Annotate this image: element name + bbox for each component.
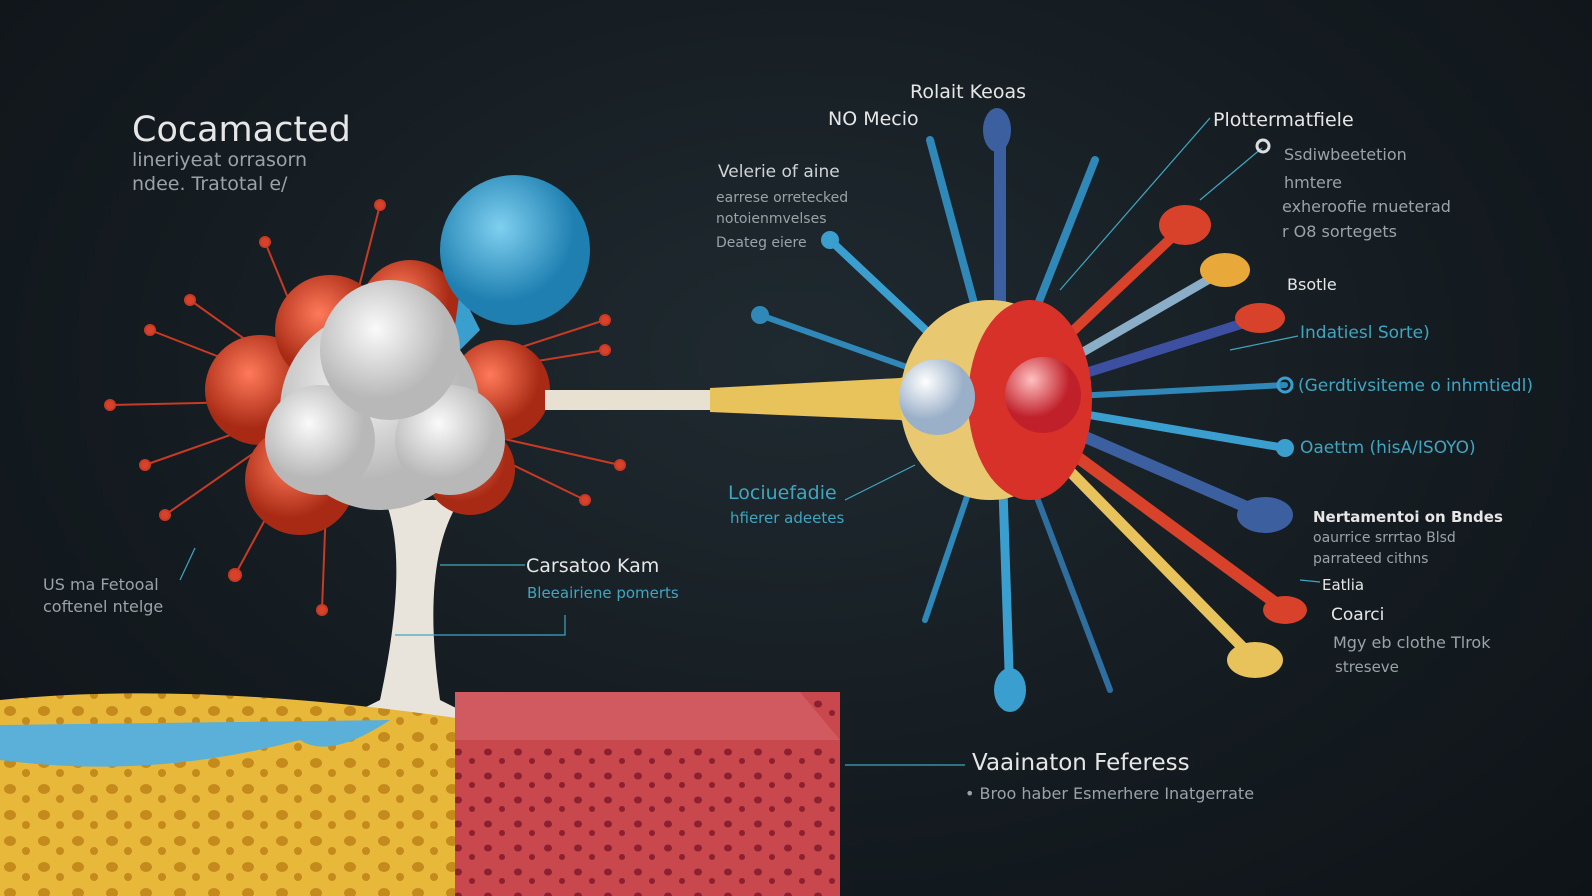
label-nertamen-line: oaurrice srrrtao Blsd (1313, 530, 1456, 546)
label-nertamen-line: parrateed cithns (1313, 551, 1429, 567)
label-bsotle: Bsotle (1287, 275, 1337, 294)
white-blob (265, 280, 505, 510)
label-gerdti: (Gerdtivsiteme o inhmtiedl) (1298, 376, 1533, 396)
label-usma-line: coftenel ntelge (43, 597, 164, 616)
label-velerie-line: earrese orretecked (716, 190, 849, 206)
label-oaettm: Oaettm (hisA/ISOYO) (1300, 438, 1476, 458)
blue-blob (440, 175, 590, 325)
label-velerie-line: Deateg eiere (716, 235, 807, 251)
label-eatlia: Eatlia (1322, 576, 1365, 594)
label-lociue-line: hfierer adeetes (730, 509, 845, 527)
white-stem (340, 500, 480, 720)
red-sphere (1005, 357, 1081, 433)
label-nertamen: Nertamentoi on Bndes (1313, 508, 1503, 526)
red-sponge-top (455, 692, 840, 740)
title-heading: Cocamacted (132, 110, 351, 150)
label-plotter: Plottermatfiele (1213, 109, 1354, 131)
white-sphere (899, 359, 975, 435)
label-indaties: Indatiesl Sorte) (1300, 323, 1430, 343)
title-line: ndee. Tratotal e/ (132, 173, 288, 195)
label-rolait: Rolait Keoas (910, 81, 1027, 103)
label-coarci-line: streseve (1335, 658, 1399, 676)
label-lociue: Lociuefadie (728, 482, 837, 504)
label-carsatoo-line: Bleeairiene pomerts (527, 584, 679, 602)
label-ssdiw-line: r O8 sortegets (1282, 222, 1397, 241)
blue-layer (0, 720, 390, 767)
label-no-mecio: NO Mecio (828, 108, 919, 130)
label-coarci: Coarci (1331, 605, 1385, 625)
label-velerie-line: notoienmvelses (716, 211, 827, 227)
title-line: lineriyeat orrasorn (132, 149, 308, 171)
label-velerie: Velerie of aine (718, 162, 840, 182)
connector-rod (545, 390, 715, 410)
label-carsatoo: Carsatoo Kam (526, 555, 660, 577)
label-coarci-line: Mgy eb clothe Tlrok (1333, 633, 1491, 652)
label-usma-line: US ma Fetooal (43, 575, 159, 594)
label-ssdiw-line: hmtere (1284, 173, 1342, 192)
label-ssdiw-line: Ssdiwbeetetion (1284, 145, 1407, 164)
label-vaaina-line: • Broo haber Esmerhere Inatgerrate (965, 784, 1255, 803)
label-vaaina: Vaainaton Feferess (972, 750, 1190, 776)
label-ssdiw-line: exheroofie rnueterad (1282, 197, 1451, 216)
